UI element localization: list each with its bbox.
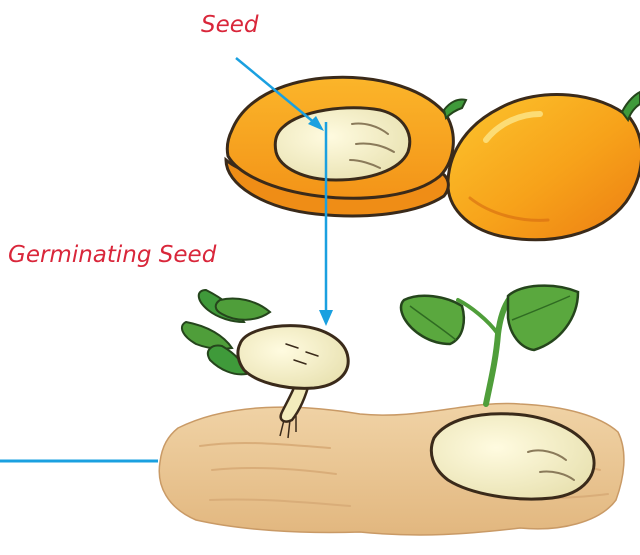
germinating-seed-label: Germinating Seed	[8, 244, 216, 267]
mango-half-icon	[226, 77, 466, 216]
whole-mango-icon	[448, 92, 640, 240]
mango-seed-icon	[275, 108, 409, 180]
seed-label: Seed	[201, 14, 259, 37]
